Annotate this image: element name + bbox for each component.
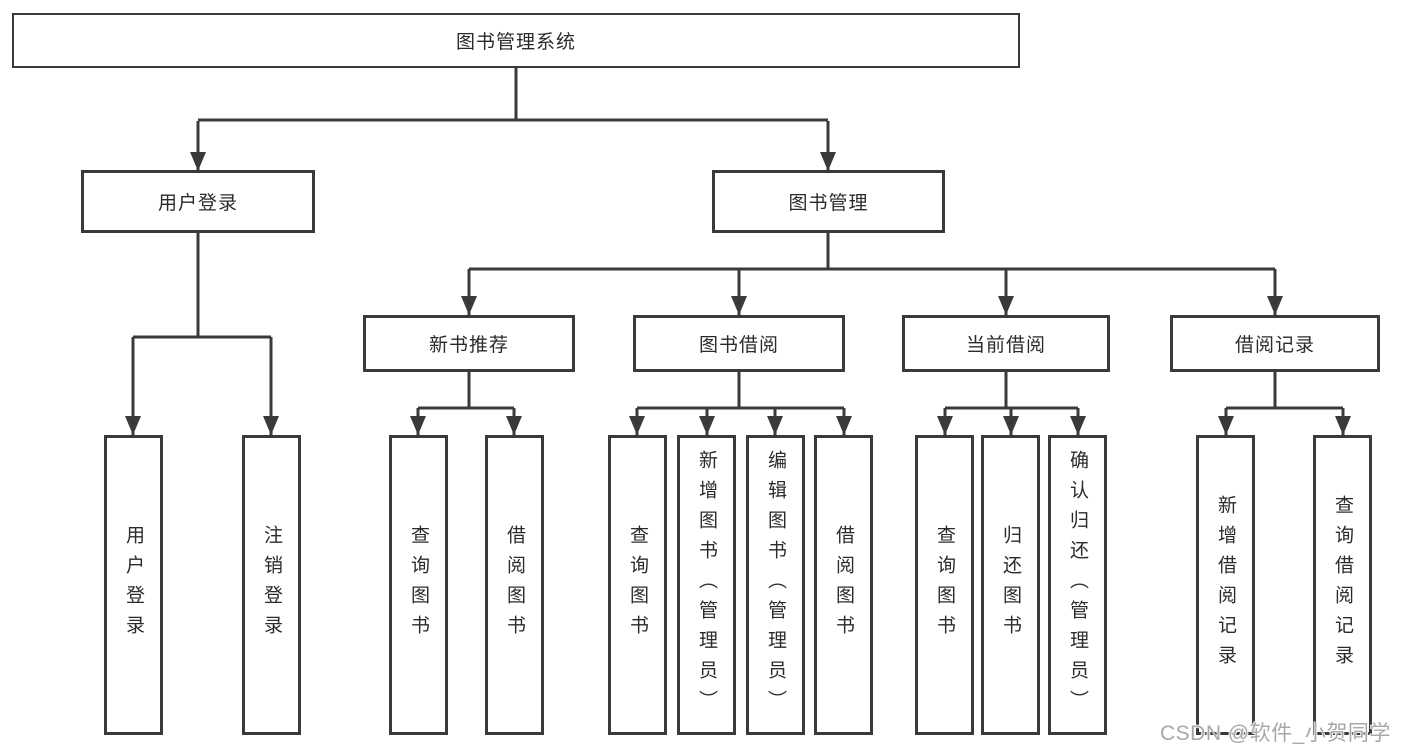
- leaf-add-book-admin: 新增图书（管理员）: [677, 435, 736, 735]
- leaf-label: 查询图书: [627, 525, 648, 645]
- leaf-query-books-borrow: 查询图书: [608, 435, 667, 735]
- connector-borrowing-records: [1218, 372, 1351, 435]
- connector-new-book-recommend: [410, 372, 522, 435]
- node-borrowing-records: 借阅记录: [1170, 315, 1380, 372]
- node-new-book-recommend: 新书推荐: [363, 315, 575, 372]
- leaf-query-books-recommend: 查询图书: [389, 435, 448, 735]
- leaf-borrow-books: 借阅图书: [814, 435, 873, 735]
- leaf-label: 新增借阅记录: [1215, 495, 1236, 675]
- connector-book-management: [461, 233, 1283, 315]
- connector-user-login: [125, 233, 279, 435]
- node-label: 借阅记录: [1234, 335, 1315, 356]
- watermark: CSDN @软件_小贺同学: [1160, 722, 1391, 745]
- leaf-label: 查询借阅记录: [1332, 495, 1353, 675]
- node-current-borrowing: 当前借阅: [902, 315, 1110, 372]
- leaf-label: 用户登录: [123, 525, 144, 645]
- node-label: 图书管理系统: [455, 32, 576, 53]
- leaf-label: 注销登录: [261, 525, 282, 645]
- node-label: 用户登录: [157, 193, 238, 214]
- leaf-borrow-books-recommend: 借阅图书: [485, 435, 544, 735]
- leaf-edit-book-admin: 编辑图书（管理员）: [746, 435, 805, 735]
- node-label: 图书借阅: [698, 335, 779, 356]
- node-label: 当前借阅: [965, 335, 1046, 356]
- node-label: 图书管理: [788, 193, 869, 214]
- connector-root: [190, 68, 836, 171]
- leaf-label: 借阅图书: [504, 525, 525, 645]
- leaf-query-books-current: 查询图书: [915, 435, 974, 735]
- node-book-borrowing: 图书借阅: [633, 315, 845, 372]
- leaf-label: 查询图书: [408, 525, 429, 645]
- connector-current-borrowing: [937, 372, 1086, 435]
- leaf-query-borrow-record: 查询借阅记录: [1313, 435, 1372, 735]
- leaf-confirm-return-admin: 确认归还（管理员）: [1048, 435, 1107, 735]
- leaf-add-borrow-record: 新增借阅记录: [1196, 435, 1255, 735]
- leaf-logout: 注销登录: [242, 435, 301, 735]
- node-book-management: 图书管理: [712, 170, 945, 233]
- leaf-label: 查询图书: [934, 525, 955, 645]
- leaf-user-login: 用户登录: [104, 435, 163, 735]
- leaf-label: 借阅图书: [833, 525, 854, 645]
- leaf-label: 归还图书: [1000, 525, 1021, 645]
- node-user-login: 用户登录: [81, 170, 315, 233]
- connector-book-borrowing: [629, 372, 852, 435]
- leaf-label: 编辑图书（管理员）: [765, 450, 786, 720]
- node-label: 新书推荐: [428, 335, 509, 356]
- leaf-return-books: 归还图书: [981, 435, 1040, 735]
- node-book-management-system: 图书管理系统: [12, 13, 1020, 68]
- leaf-label: 确认归还（管理员）: [1067, 450, 1088, 720]
- leaf-label: 新增图书（管理员）: [696, 450, 717, 720]
